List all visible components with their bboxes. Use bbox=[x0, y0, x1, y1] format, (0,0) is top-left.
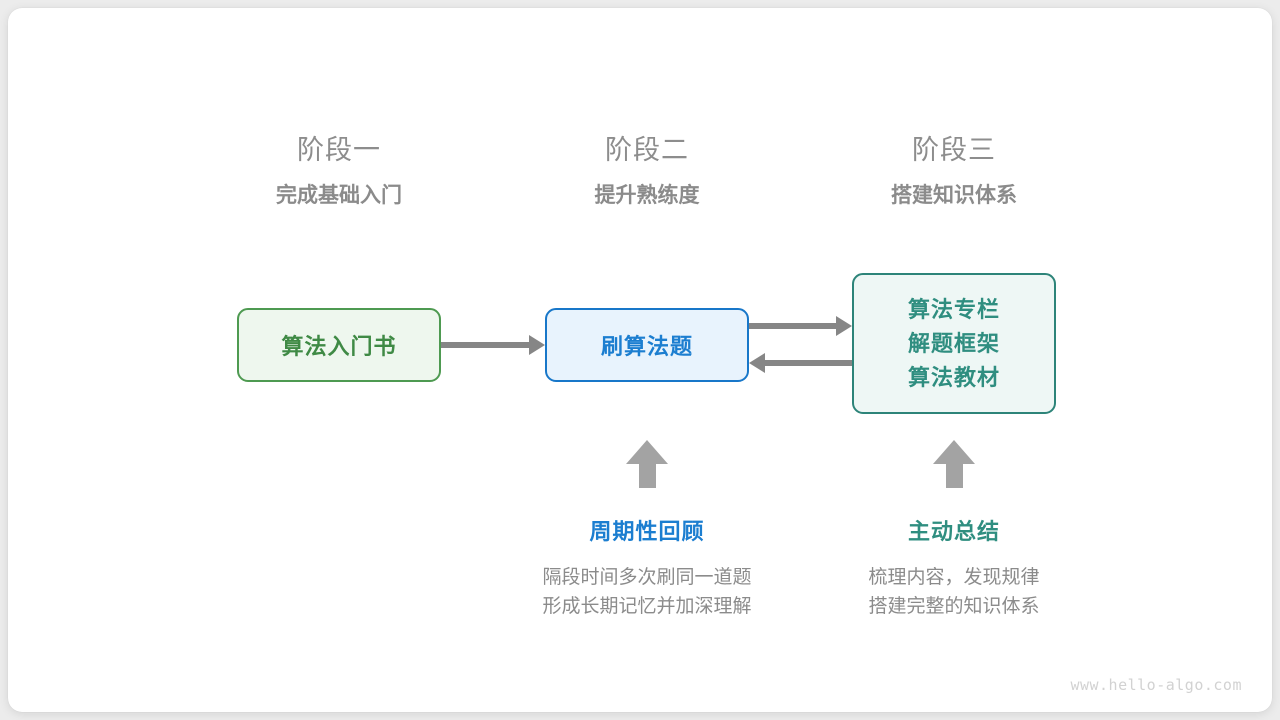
node-practice-problems-label: 刷算法题 bbox=[600, 334, 693, 359]
arrow-practice-to-resources-icon bbox=[749, 316, 852, 336]
habit-periodic-review-desc-line-1: 隔段时间多次刷同一道题 bbox=[542, 567, 752, 588]
habit-periodic-review-title: 周期性回顾 bbox=[589, 519, 705, 544]
stage-1-subtitle: 完成基础入门 bbox=[276, 184, 402, 207]
arrowhead-up-icon bbox=[626, 440, 668, 464]
node-intro-book-label: 算法入门书 bbox=[281, 334, 397, 359]
stage-3-title: 阶段三 bbox=[912, 135, 996, 165]
habit-active-summary: 主动总结 梳理内容，发现规律 搭建完整的知识体系 bbox=[804, 517, 1104, 621]
stage-header-3: 阶段三 搭建知识体系 bbox=[824, 133, 1084, 211]
stage-2-subtitle: 提升熟练度 bbox=[594, 184, 700, 207]
arrow-resources-to-practice-icon bbox=[749, 353, 852, 373]
watermark-url: www.hello-algo.com bbox=[1070, 676, 1242, 694]
habit-active-summary-title: 主动总结 bbox=[907, 519, 1000, 544]
node-practice-problems[interactable]: 刷算法题 bbox=[545, 308, 749, 382]
habit-active-summary-description: 梳理内容，发现规律 搭建完整的知识体系 bbox=[804, 563, 1104, 621]
stage-1-title: 阶段一 bbox=[297, 135, 381, 165]
node-intro-book[interactable]: 算法入门书 bbox=[237, 308, 441, 382]
stage-3-subtitle: 搭建知识体系 bbox=[891, 184, 1017, 207]
node-resources-line-2: 解题框架 bbox=[907, 330, 1000, 356]
arrowhead-up-icon bbox=[933, 440, 975, 464]
arrowhead-left-icon bbox=[749, 353, 765, 373]
arrow-shaft bbox=[946, 462, 963, 488]
stage-header-2: 阶段二 提升熟练度 bbox=[517, 133, 777, 211]
arrow-up-review-icon bbox=[626, 440, 668, 488]
node-resources-line-1: 算法专栏 bbox=[907, 296, 1000, 322]
arrow-book-to-practice-icon bbox=[441, 335, 545, 355]
diagram-canvas: 阶段一 完成基础入门 阶段二 提升熟练度 阶段三 搭建知识体系 算法入门书 刷算… bbox=[8, 8, 1272, 712]
habit-active-summary-desc-line-1: 梳理内容，发现规律 bbox=[868, 567, 1040, 588]
node-resources-line-3: 算法教材 bbox=[907, 364, 1000, 390]
arrowhead-right-icon bbox=[529, 335, 545, 355]
node-resources[interactable]: 算法专栏 解题框架 算法教材 bbox=[852, 273, 1056, 414]
habit-periodic-review: 周期性回顾 隔段时间多次刷同一道题 形成长期记忆并加深理解 bbox=[497, 517, 797, 621]
arrowhead-right-icon bbox=[836, 316, 852, 336]
habit-active-summary-desc-line-2: 搭建完整的知识体系 bbox=[868, 596, 1040, 617]
habit-periodic-review-description: 隔段时间多次刷同一道题 形成长期记忆并加深理解 bbox=[497, 563, 797, 621]
arrow-shaft bbox=[639, 462, 656, 488]
habit-periodic-review-desc-line-2: 形成长期记忆并加深理解 bbox=[542, 596, 752, 617]
arrow-up-summary-icon bbox=[933, 440, 975, 488]
stage-header-1: 阶段一 完成基础入门 bbox=[209, 133, 469, 211]
stage-2-title: 阶段二 bbox=[605, 135, 689, 165]
